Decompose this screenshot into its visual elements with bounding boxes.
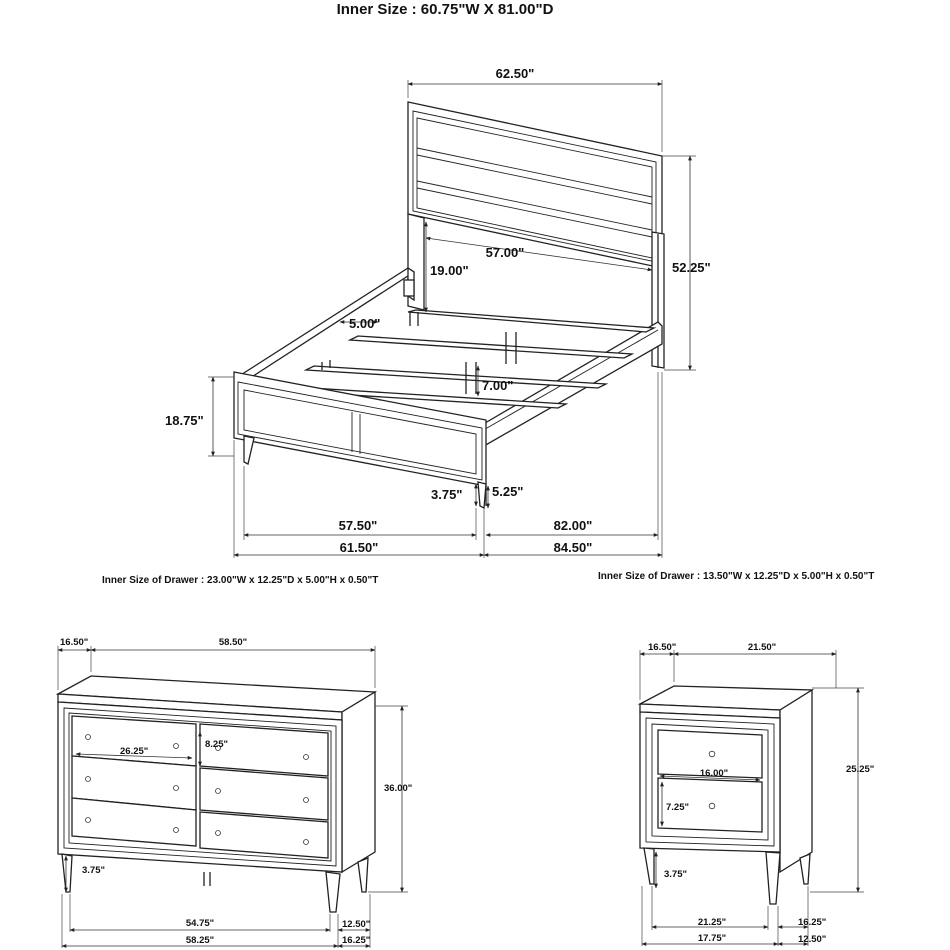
bed-foot-5-25-label: 5.25": [492, 484, 523, 499]
dresser-knob: [173, 743, 179, 749]
dresser-knob: [303, 797, 309, 803]
dresser-drawer-height-label: 8.25": [205, 739, 228, 750]
nightstand-drawer-width-label: 16.00": [700, 768, 728, 779]
nightstand-drawer-height-label: 7.25": [666, 802, 689, 813]
nightstand-height-label: 25.25": [846, 764, 874, 775]
bed-foot-inner-width-label: 57.50": [339, 518, 378, 533]
bed-footboard: [233, 371, 487, 510]
dresser-inner-width-label: 54.75": [186, 918, 214, 929]
bed-footboard-height-label: 18.75": [165, 413, 204, 428]
bed-overall-length-label: 84.50": [554, 540, 593, 555]
nightstand-drawer-note: Inner Size of Drawer : 13.50"W x 12.25"D…: [598, 571, 874, 582]
bed-foot-3-75-label: 3.75": [431, 487, 462, 502]
nightstand-leg-label: 3.75": [664, 869, 687, 880]
dresser-drawer-note: Inner Size of Drawer : 23.00"W x 12.25"D…: [102, 575, 378, 586]
nightstand-inner-width-label: 17.75": [698, 933, 726, 944]
nightstand-drawers: [657, 729, 763, 833]
dresser-knob: [303, 839, 309, 845]
dresser-width-bottom-label: 58.25": [186, 935, 214, 946]
bed-slat-gap-7-label: 7.00": [482, 378, 513, 393]
bed-dimensions: [208, 80, 696, 558]
nightstand-depth-top-label: 16.50": [648, 642, 676, 653]
nightstand-knob: [708, 802, 716, 810]
page-title: Inner Size : 60.75"W X 81.00"D: [337, 1, 554, 18]
bed-slats: [269, 309, 657, 409]
nightstand-knob: [708, 750, 716, 758]
dresser-knob: [303, 754, 309, 760]
dresser-knob: [85, 817, 91, 823]
nightstand-width-top-label: 21.50": [748, 642, 776, 653]
dresser-knob: [85, 776, 91, 782]
dresser-knob: [173, 827, 179, 833]
dresser-depth-top-label: 16.50": [60, 637, 88, 648]
bed-headboard-inner-label: 57.00": [486, 245, 525, 260]
nightstand-drawing: 16.50" 21.50" 25.25" 16.00" 7.25" 3.75" …: [637, 642, 874, 946]
bed-rail-length-label: 82.00": [554, 518, 593, 533]
dresser-knob: [173, 785, 179, 791]
nightstand-depth-inner-label: 12.50": [798, 934, 826, 945]
dresser-knob: [215, 745, 221, 751]
nightstand-legs: [643, 847, 811, 905]
dresser-drawing: 16.50" 58.50" 26.25" 8.25" 36.00" 3.75" …: [55, 637, 412, 948]
dresser-depth-inner-label: 12.50": [342, 919, 370, 930]
bed-slat-gap-5-label: 5.00": [349, 316, 380, 331]
nightstand-depth-bottom-label: 16.25": [798, 917, 826, 928]
bed-rail-height-label: 19.00": [430, 263, 469, 278]
dresser-drawer-width-label: 26.25": [120, 746, 148, 757]
dresser-knob: [215, 830, 221, 836]
nightstand-width-bottom-label: 21.25": [698, 917, 726, 928]
dresser-width-top-label: 58.50": [219, 637, 247, 648]
bed-foot-outer-width-label: 61.50": [340, 540, 379, 555]
bed-width-top-label: 62.50": [496, 66, 535, 81]
dresser-depth-bottom-label: 16.25": [342, 935, 370, 946]
bed-drawing: 62.50" 57.00" 52.25" 19.00" 5.00" 7.00" …: [165, 66, 711, 558]
bed-headboard-height-label: 52.25": [672, 260, 711, 275]
dresser-height-label: 36.00": [384, 783, 412, 794]
dresser-knob: [215, 788, 221, 794]
dresser-leg-label: 3.75": [82, 865, 105, 876]
dresser-knob: [85, 734, 91, 740]
